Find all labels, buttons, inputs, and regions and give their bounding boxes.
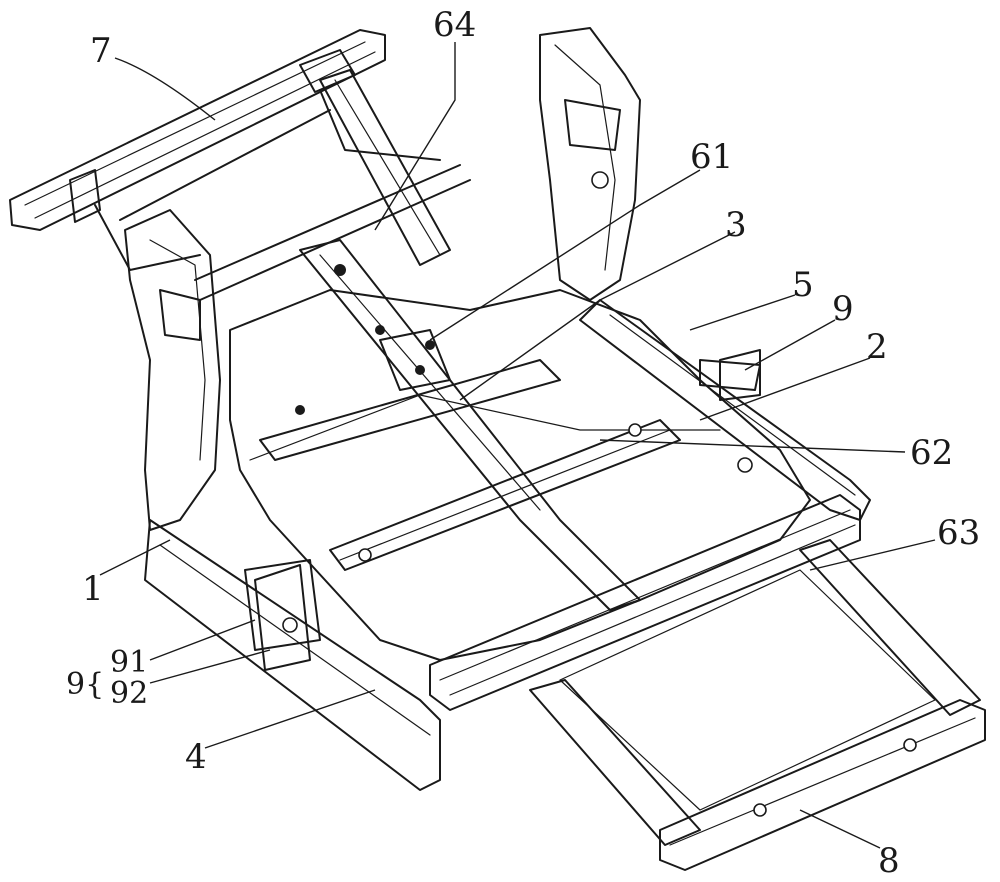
middle-cross-member bbox=[260, 340, 560, 460]
label-2: 2 bbox=[866, 327, 888, 367]
rear-floor-panel bbox=[560, 570, 935, 810]
central-tunnel bbox=[300, 240, 640, 610]
left-front-tower bbox=[125, 210, 220, 530]
front-rail-64 bbox=[320, 70, 450, 265]
label-5: 5 bbox=[792, 265, 814, 305]
label-64: 64 bbox=[433, 5, 476, 45]
label-9: 9 bbox=[832, 289, 854, 329]
label-91: 91 bbox=[110, 645, 148, 680]
rear-extension-rails bbox=[530, 540, 980, 845]
label-63: 63 bbox=[937, 513, 980, 553]
leader-lines bbox=[100, 42, 935, 848]
label-4: 4 bbox=[185, 737, 207, 777]
cross-member-62 bbox=[330, 420, 680, 570]
rear-cross-beam-63 bbox=[430, 495, 860, 710]
right-side-sill bbox=[580, 300, 870, 520]
label-3: 3 bbox=[725, 205, 747, 245]
front-sub-frame bbox=[95, 90, 470, 300]
label-61: 61 bbox=[690, 137, 733, 177]
label-1: 1 bbox=[82, 569, 104, 609]
label-7: 7 bbox=[90, 31, 112, 71]
label-8: 8 bbox=[878, 841, 900, 881]
front-bumper-beam bbox=[10, 30, 385, 230]
label-62: 62 bbox=[910, 433, 953, 473]
label-92: 92 bbox=[110, 676, 148, 711]
label-9-group: 9{ bbox=[66, 667, 104, 702]
rear-bumper-beam bbox=[660, 700, 985, 870]
